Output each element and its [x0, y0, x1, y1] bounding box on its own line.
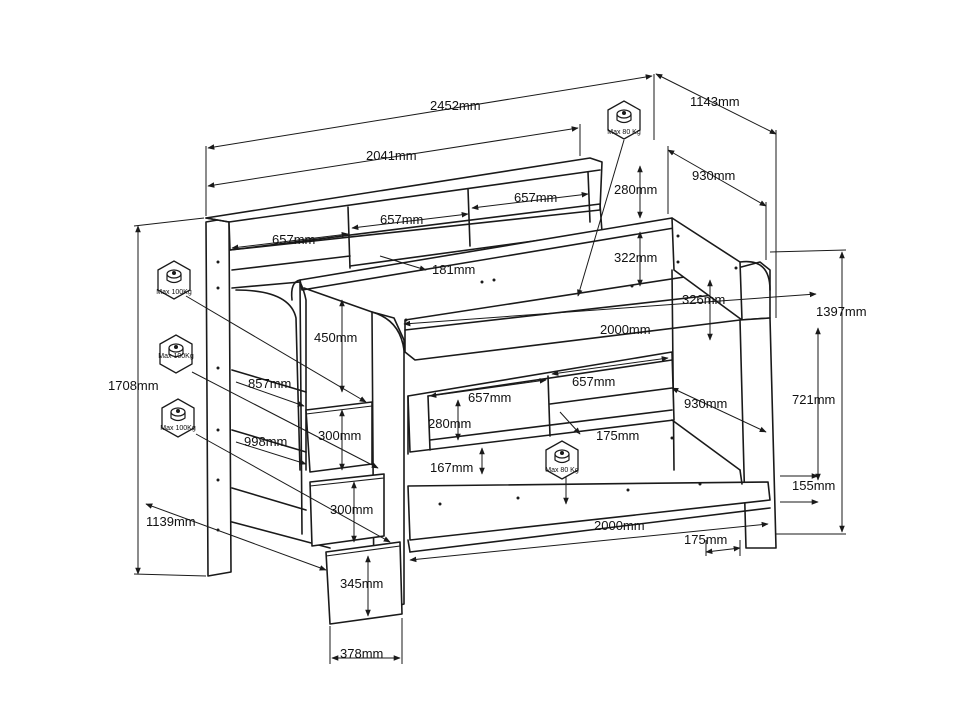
dim-step-width: 378mm — [340, 646, 383, 661]
dim-lower-shelf-depth: 175mm — [596, 428, 639, 443]
dim-lower-mattress: 2000mm — [594, 518, 645, 533]
weight-icon-step-bottom: Max 100Kg — [160, 398, 196, 438]
dim-step-bottom: 345mm — [340, 576, 383, 591]
dim-shelf-b: 657mm — [380, 212, 423, 227]
dim-lower-depth: 930mm — [684, 396, 727, 411]
dim-step-height-2: 300mm — [330, 502, 373, 517]
dim-upper-length: 2041mm — [366, 148, 417, 163]
weight-label-upper: Max 80 Kg — [607, 129, 641, 136]
dim-lower-shelf-a: 657mm — [468, 390, 511, 405]
dim-base-height: 155mm — [792, 478, 835, 493]
dim-stair-length: 1139mm — [146, 514, 196, 529]
dim-lower-shelf-b: 657mm — [572, 374, 615, 389]
dim-lower-height: 721mm — [792, 392, 835, 407]
dim-upper-mattress: 2000mm — [600, 322, 651, 337]
weight-icon-step-middle: Max 100Kg — [158, 334, 194, 374]
dimension-lines — [133, 73, 847, 664]
dim-leg-offset: 175mm — [684, 532, 727, 547]
dim-ladder-height: 450mm — [314, 330, 357, 345]
dim-depth-upper: 930mm — [692, 168, 735, 183]
dim-total-height: 1397mm — [816, 304, 867, 319]
dim-guard-height: 280mm — [614, 182, 657, 197]
weight-label-step-middle: Max 100Kg — [158, 353, 194, 360]
weight-icon-step-top: Max 100Kg — [156, 260, 192, 300]
dim-upper-rail: 326mm — [682, 292, 725, 307]
weight-icon-upper: Max 80 Kg — [607, 100, 641, 140]
dim-shelf-a: 657mm — [272, 232, 315, 247]
weight-label-step-top: Max 100Kg — [156, 289, 192, 296]
dim-shelf-gap: 181mm — [432, 262, 475, 277]
dim-step-depth-1: 857mm — [248, 376, 291, 391]
weight-icon-lower: Max 80 Kg — [545, 440, 579, 480]
dim-total-length: 2452mm — [430, 98, 481, 113]
dim-step-height-1: 300mm — [318, 428, 361, 443]
weight-label-step-bottom: Max 100Kg — [160, 425, 196, 432]
dim-shelf-c: 657mm — [514, 190, 557, 205]
dim-step-depth-2: 998mm — [244, 434, 287, 449]
weight-label-lower: Max 80 Kg — [545, 467, 579, 474]
dimension-labels: 2452mm 2041mm 1143mm 930mm 280mm 657mm 6… — [108, 94, 867, 661]
dim-depth-total: 1143mm — [690, 94, 740, 109]
dim-side-height: 1708mm — [108, 378, 159, 393]
dim-lower-gap: 167mm — [430, 460, 473, 475]
dim-upper-side-height: 322mm — [614, 250, 657, 265]
dim-lower-shelf-height: 280mm — [428, 416, 471, 431]
